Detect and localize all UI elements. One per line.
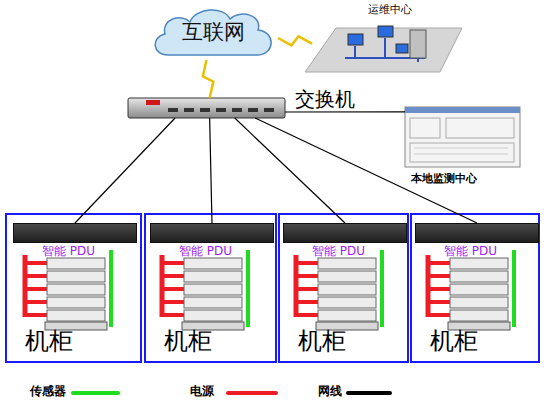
- monitor-panel: [410, 118, 440, 138]
- ops-network: [354, 46, 356, 58]
- cabinet: 机柜 智能 PDU: [144, 213, 277, 363]
- node-label: 机柜: [25, 328, 73, 356]
- monitor-panel: [446, 118, 514, 138]
- wireless-link: [278, 36, 312, 45]
- smart-pdu: 智能 PDU: [13, 223, 137, 243]
- monitor-titlebar: [405, 107, 520, 113]
- node-label: 运维中心: [368, 4, 412, 17]
- cabinet: 机柜 智能 PDU: [5, 213, 142, 363]
- legend-label: 电源: [190, 385, 214, 399]
- network-cable: [235, 118, 345, 223]
- switch-port: [248, 108, 258, 112]
- legend-label: 传感器: [30, 385, 66, 399]
- cabinet-contents: [25, 250, 111, 330]
- switch-port: [168, 108, 178, 112]
- cabinet: 机柜 智能 PDU: [410, 213, 540, 363]
- monitor-screen: [405, 107, 520, 167]
- ops-computer: [378, 26, 393, 37]
- ops-computer: [396, 44, 408, 53]
- node-label: 本地监测中心: [411, 173, 477, 186]
- switch-port: [264, 108, 274, 112]
- cabinet-contents: [428, 250, 514, 330]
- legend-sample: [73, 391, 118, 395]
- node-label: 智能 PDU: [42, 245, 95, 259]
- legend-sample: [348, 391, 390, 395]
- legend-sample: [228, 391, 276, 395]
- switch-device: [128, 98, 285, 118]
- switch-port: [200, 108, 210, 112]
- network-cable: [255, 118, 477, 223]
- node-label: 互联网: [148, 20, 278, 44]
- cabinet: 机柜 智能 PDU: [278, 213, 409, 363]
- ops-center: 运维中心: [312, 22, 458, 70]
- legend-label: 网线: [318, 385, 342, 399]
- network-cable: [75, 118, 175, 223]
- node-label: 机柜: [298, 328, 346, 356]
- node-label: 机柜: [164, 328, 212, 356]
- ops-network: [384, 38, 386, 58]
- internet-cloud: 互联网: [148, 5, 278, 60]
- node-label: 智能 PDU: [312, 245, 365, 259]
- cabinet-contents: [296, 250, 382, 330]
- smart-pdu: 智能 PDU: [150, 223, 274, 243]
- smart-pdu: 智能 PDU: [283, 223, 407, 243]
- network-cable: [285, 111, 405, 112]
- network-switch: 交换机: [128, 98, 285, 118]
- switch-port: [216, 108, 226, 112]
- switch-port: [232, 108, 242, 112]
- node-label: 机柜: [430, 328, 478, 356]
- network-cable: [210, 118, 212, 223]
- node-label: 交换机: [295, 88, 355, 111]
- node-label: 智能 PDU: [179, 245, 232, 259]
- monitor-row: [414, 154, 508, 155]
- monitor-row: [414, 148, 508, 149]
- wireless-link: [203, 60, 213, 98]
- ops-server: [410, 30, 426, 58]
- monitor-panel: [410, 143, 514, 162]
- local-monitor: 本地监测中心: [405, 107, 520, 167]
- node-label: 智能 PDU: [444, 245, 497, 259]
- smart-pdu: 智能 PDU: [415, 223, 539, 243]
- ops-network: [417, 58, 419, 62]
- switch-indicator: [146, 100, 160, 105]
- ops-computer: [348, 34, 363, 45]
- cabinet-contents: [162, 250, 248, 330]
- switch-port: [184, 108, 194, 112]
